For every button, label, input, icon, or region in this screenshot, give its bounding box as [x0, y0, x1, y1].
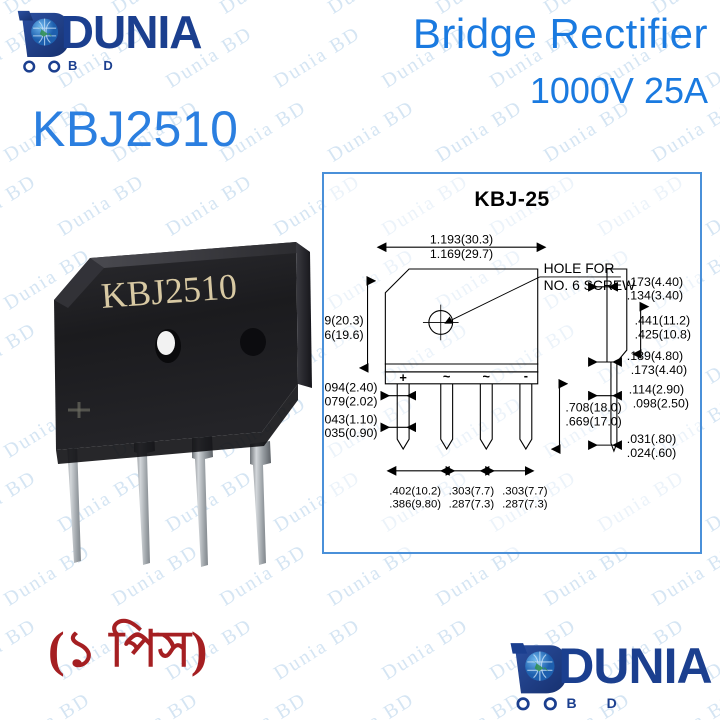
watermark-text: Dunia BD [702, 170, 720, 241]
drawing-title: KBJ-25 [474, 188, 550, 211]
dim-side-lead-min: .098(2.50) [633, 397, 689, 411]
dim-lead-thk-max: .043(1.10) [324, 412, 377, 426]
product-body: KBJ2510 [54, 242, 312, 464]
dim-pitch1-max: .402(10.2) [389, 486, 441, 498]
brand-name: DUNIA [558, 638, 712, 695]
watermark-text: Dunia BD [0, 466, 41, 537]
watermark-text: Dunia BD [216, 0, 311, 20]
watermark-text: Dunia BD [324, 0, 419, 20]
watermark-text: Dunia BD [432, 96, 527, 167]
watermark-text: Dunia BD [216, 688, 311, 720]
dim-width-top-max: 1.193(30.3) [430, 232, 493, 246]
watermark-text: Dunia BD [270, 614, 365, 685]
datasheet-drawing-panel: KBJ-25 [322, 172, 702, 554]
brand-logo-bottom: DUNIA BD [505, 638, 713, 712]
watermark-text: Dunia BD [324, 688, 419, 720]
dim-side-thin-min: .024(.60) [627, 446, 676, 460]
shopping-cart-globe-icon [17, 11, 70, 73]
dim-lead-len-min: .669(17.0) [565, 414, 621, 428]
product-photo: KBJ2510 [54, 242, 312, 567]
part-number: KBJ2510 [32, 101, 239, 157]
dim-pitch1-min: .386(9.80) [389, 498, 441, 510]
terminal-minus: - [524, 368, 528, 383]
watermark-text: Dunia BD [162, 170, 257, 241]
watermark-text: Dunia BD [702, 318, 720, 389]
callout-line2: NO. 6 SCREW [544, 277, 636, 293]
watermark-text: Dunia BD [0, 170, 41, 241]
shopping-cart-globe-icon [510, 643, 568, 711]
dim-pitch3-max: .303(7.7) [502, 486, 548, 498]
dim-side-top-max: .173(4.40) [627, 275, 683, 289]
brand-name: DUNIA [60, 6, 203, 59]
dim-side-top-min: .134(3.40) [627, 289, 683, 303]
dim-pitch2-max: .303(7.7) [449, 486, 495, 498]
dim-height-max: .799(20.3) [324, 313, 364, 327]
watermark-text: Dunia BD [54, 170, 149, 241]
terminal-ac1: ~ [443, 369, 451, 384]
watermark-text: Dunia BD [270, 22, 365, 93]
dim-pitch2-min: .287(7.3) [449, 498, 495, 510]
dim-side-lead-max: .114(2.90) [629, 383, 684, 397]
callout-line1: HOLE FOR [544, 260, 615, 276]
dim-side-mid-min: .173(4.40) [631, 363, 687, 377]
dim-lead-thk-min: .035(0.90) [324, 426, 377, 440]
dim-side-mid-max: .189(4.80) [627, 349, 683, 363]
screw-hole-callout: HOLE FOR NO. 6 SCREW [544, 260, 636, 293]
watermark-text: Dunia BD [0, 318, 41, 389]
dim-height-min: .776(19.6) [324, 328, 364, 342]
dim-lead-width-max: .094(2.40) [324, 381, 377, 395]
product-marking: KBJ2510 [100, 266, 239, 316]
watermark-text: Dunia BD [324, 96, 419, 167]
watermark-text: Dunia BD [0, 614, 41, 685]
quantity-label: (১ পিস) [48, 621, 208, 677]
dim-lead-len-max: .708(18.0) [565, 400, 621, 414]
dim-side-body-min: .425(10.8) [635, 327, 691, 341]
brand-sub: BD [566, 694, 647, 711]
dim-side-thin-max: .031(.80) [627, 432, 676, 446]
brand-logo-top: DUNIA BD [14, 8, 202, 74]
drawing-svg: + ~ ~ - 1.193(30.3) 1.169(29.7) .799(20.… [324, 232, 691, 510]
terminal-ac2: ~ [483, 369, 491, 384]
dim-pitch3-min: .287(7.3) [502, 498, 548, 510]
terminal-plus: + [399, 370, 407, 385]
brand-sub: BD [68, 57, 139, 73]
dim-width-top-min: 1.169(29.7) [430, 247, 493, 261]
dim-side-body-max: .441(11.2) [635, 313, 690, 327]
dim-lead-width-min: .079(2.02) [324, 395, 377, 409]
watermark-text: Dunia BD [378, 614, 473, 685]
terminal-markings: + ~ ~ - [399, 368, 528, 385]
page-subtitle: 1000V 25A [529, 70, 708, 111]
page-title: Bridge Rectifier [412, 10, 708, 57]
watermark-text: Dunia BD [702, 466, 720, 537]
